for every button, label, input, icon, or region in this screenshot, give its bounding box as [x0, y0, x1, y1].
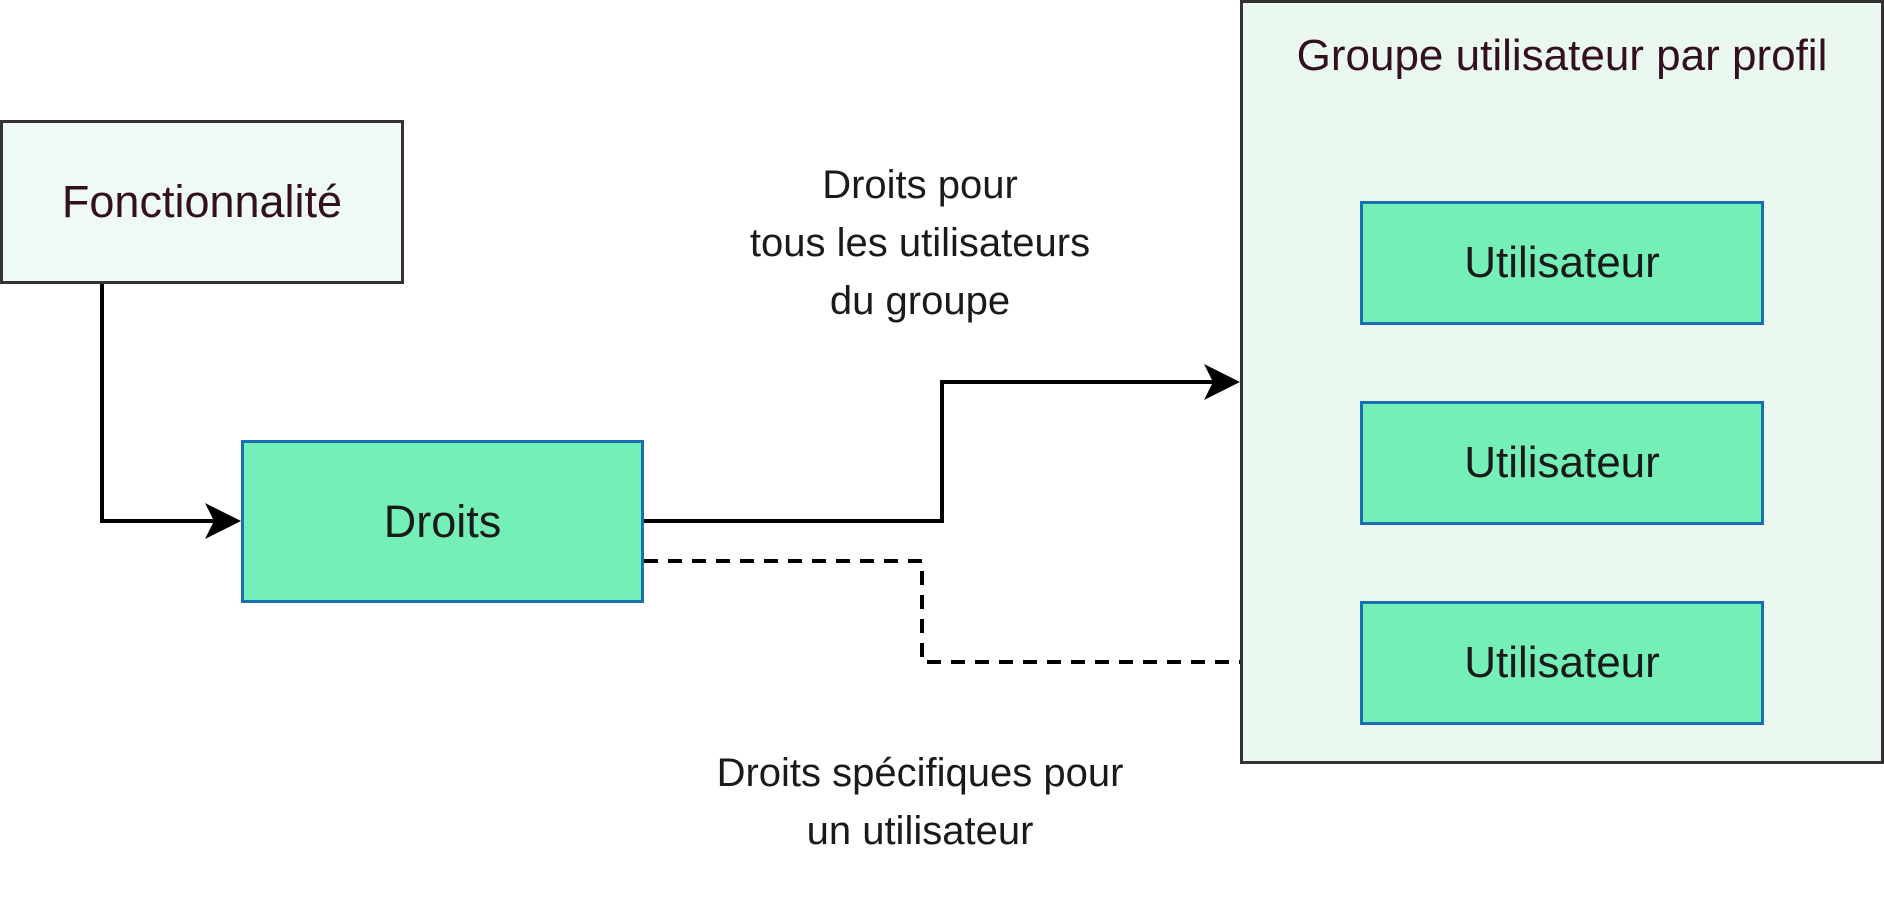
- user-label: Utilisateur: [1464, 638, 1660, 687]
- edge-label-line: tous les utilisateurs: [749, 221, 1091, 265]
- droits-label: Droits: [383, 495, 502, 547]
- droits-node[interactable]: Droits: [241, 440, 644, 603]
- user-node-3[interactable]: Utilisateur: [1360, 601, 1764, 725]
- edge-label-line: Droits spécifiques pour: [716, 751, 1124, 795]
- user-node-1[interactable]: Utilisateur: [1360, 201, 1764, 325]
- group-title: Groupe utilisateur par profil: [1296, 31, 1828, 80]
- edge-label-line: un utilisateur: [806, 809, 1034, 853]
- edge-fonctionnalite-to-droits: [100, 284, 228, 523]
- edge-label-line: Droits pour: [822, 163, 1018, 207]
- edge-label-line: du groupe: [829, 279, 1011, 323]
- fonctionnalite-label: Fonctionnalité: [61, 176, 343, 227]
- user-label: Utilisateur: [1464, 238, 1660, 287]
- edge-label-group-rights: Droits pour tous les utilisateurs du gro…: [720, 156, 1120, 330]
- user-node-2[interactable]: Utilisateur: [1360, 401, 1764, 525]
- fonctionnalite-node[interactable]: Fonctionnalité: [0, 120, 404, 284]
- arrowhead-group: [1204, 364, 1240, 400]
- edge-label-user-rights: Droits spécifiques pour un utilisateur: [680, 744, 1160, 860]
- arrowhead-droits: [205, 503, 241, 539]
- edge-droits-to-group: [644, 380, 1226, 523]
- user-label: Utilisateur: [1464, 438, 1660, 487]
